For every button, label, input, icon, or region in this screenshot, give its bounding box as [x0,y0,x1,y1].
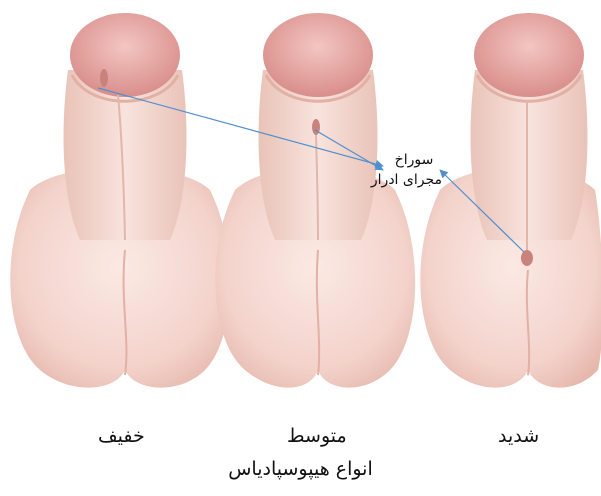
figure-severe [420,13,601,388]
figure-moderate [215,13,415,388]
callout-line-2: مجرای ادرار [386,170,442,190]
label-mild: خفیف [98,425,145,447]
figure-mild [10,13,230,388]
label-moderate: متوسط [287,425,347,447]
diagram-title: انواع هیپوسپادیاس [0,458,601,480]
urethral-opening-severe [521,250,533,266]
glans-severe [474,13,584,97]
callout-line-1: سوراخ [386,150,442,170]
label-severe: شدید [498,425,539,447]
glans-mild [70,13,180,97]
urethral-opening-mild [100,69,108,87]
glans-moderate [263,13,373,97]
urethral-opening-callout: سوراخ مجرای ادرار [386,150,442,190]
